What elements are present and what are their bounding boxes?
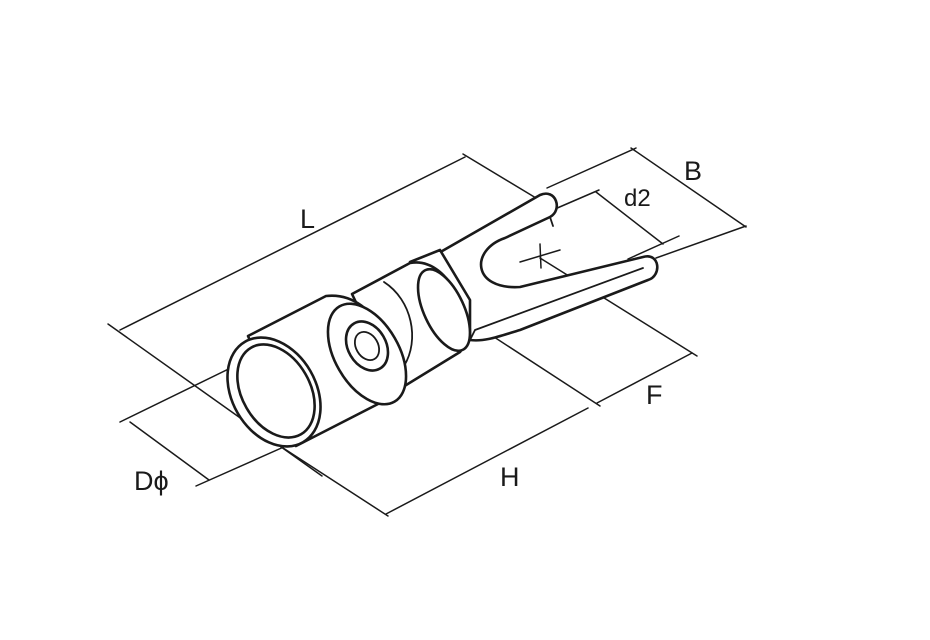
barrel-end-ellipse bbox=[416, 267, 472, 353]
dim-label-B: B bbox=[684, 156, 702, 186]
ext-line-d2-bottom bbox=[627, 235, 680, 260]
dim-label-F: F bbox=[646, 380, 663, 410]
sleeve-front-opening bbox=[236, 343, 316, 439]
dim-line-H bbox=[385, 407, 589, 515]
crimp-barrel bbox=[350, 261, 472, 392]
ext-line-D-top bbox=[119, 359, 248, 423]
dim-label-H: H bbox=[500, 462, 520, 492]
sleeve-rear-opening bbox=[344, 320, 390, 372]
ext-line-B-bottom bbox=[655, 225, 747, 259]
dim-label-D: Dϕ bbox=[134, 466, 169, 496]
ext-line-F-center bbox=[539, 257, 698, 357]
ext-line-H-left bbox=[279, 445, 389, 517]
dim-line-d2 bbox=[595, 191, 664, 245]
fork-plate bbox=[428, 192, 659, 342]
insulation-sleeve bbox=[226, 294, 408, 448]
dimension-labels: L B d2 F H Dϕ bbox=[134, 156, 702, 496]
barrel-ridge bbox=[383, 281, 414, 367]
dim-line-L bbox=[119, 156, 466, 331]
ext-line-B-top bbox=[546, 147, 637, 189]
dim-line-B bbox=[630, 147, 747, 228]
dim-label-L: L bbox=[300, 204, 315, 234]
dim-line-F bbox=[596, 352, 693, 404]
ext-line-L-right bbox=[462, 153, 537, 199]
dim-label-d2: d2 bbox=[624, 185, 651, 212]
fork-plate-thickness bbox=[469, 216, 644, 341]
dim-line-D bbox=[129, 421, 210, 481]
sleeve-rear-inner bbox=[353, 330, 381, 362]
stud-center-mark-v bbox=[539, 243, 542, 269]
